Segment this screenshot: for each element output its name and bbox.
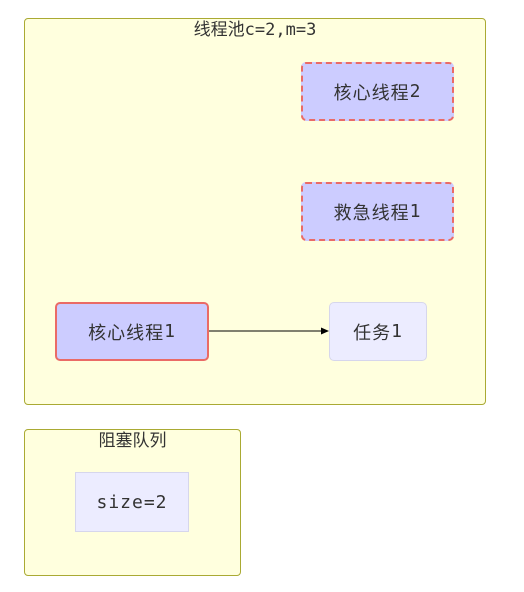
core-thread-2-number: 2 [409,81,422,102]
queue-size-node[interactable]: size=2 [75,472,189,532]
core-thread-1-number: 1 [164,321,176,342]
core-thread-2-label: 核心线程 [333,82,410,104]
thread-pool-title-prefix: 线程池 [193,20,245,40]
task-1-number: 1 [391,321,403,342]
blocking-queue-title: 阻塞队列 [98,431,167,451]
queue-size-label: size=2 [96,491,168,513]
task-1-label: 任务 [353,322,392,344]
core-thread-1-label: 核心线程 [88,322,165,344]
thread-pool-title: 线程池c=2,m=3 [25,19,485,41]
rescue-thread-1-number: 1 [409,201,422,222]
thread-pool-title-params: c=2,m=3 [244,20,317,40]
rescue-thread-1-label: 救急线程 [333,202,410,224]
